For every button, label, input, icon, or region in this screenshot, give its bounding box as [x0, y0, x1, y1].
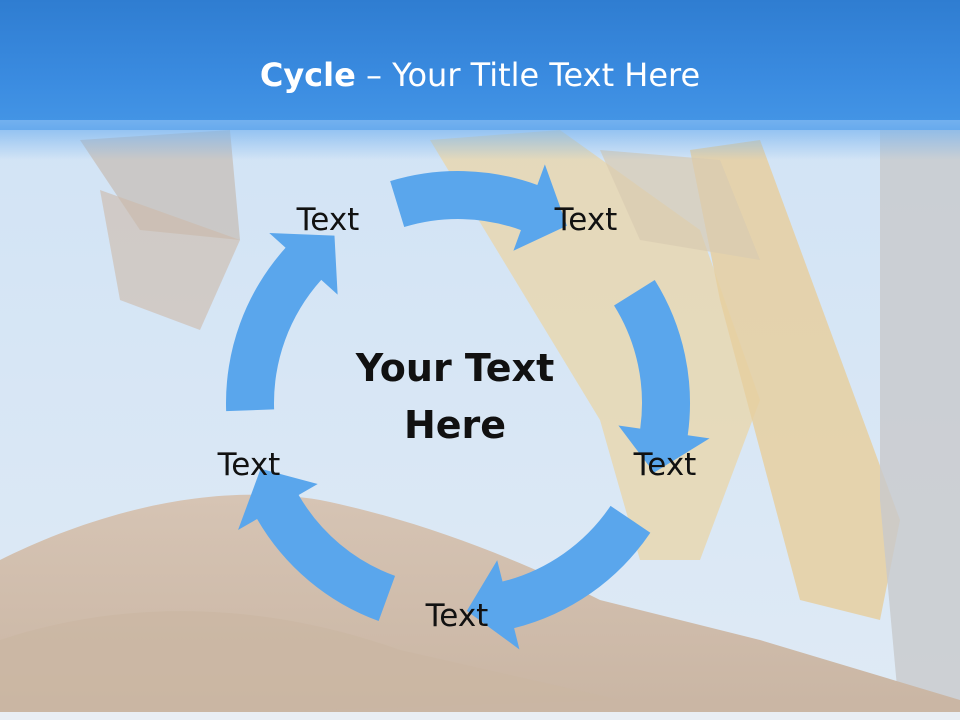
center-text-line-1: Your Text: [355, 346, 555, 390]
cycle-node-label-3: Text: [633, 447, 697, 483]
cycle-arrow-1: [390, 164, 567, 251]
title-rest: – Your Title Text Here: [355, 56, 701, 94]
cycle-node-label-1: Text: [296, 202, 360, 238]
title-bar: [0, 0, 960, 130]
cycle-arrow-3: [466, 505, 651, 650]
center-text-line-2: Here: [403, 403, 507, 447]
cycle-node-label-4: Text: [425, 598, 489, 634]
title-bar-fade: [0, 120, 960, 160]
title-bold: Cycle: [259, 56, 356, 94]
cycle-arrow-5: [226, 233, 338, 412]
cycle-node-label-2: Text: [554, 202, 618, 238]
cycle-arrow-4: [238, 468, 396, 622]
cycle-node-label-5: Text: [217, 447, 281, 483]
slide-title: Cycle – Your Title Text Here: [0, 52, 960, 98]
cycle-arrow-2: [614, 280, 710, 473]
center-text: Your Text Here: [330, 340, 580, 454]
